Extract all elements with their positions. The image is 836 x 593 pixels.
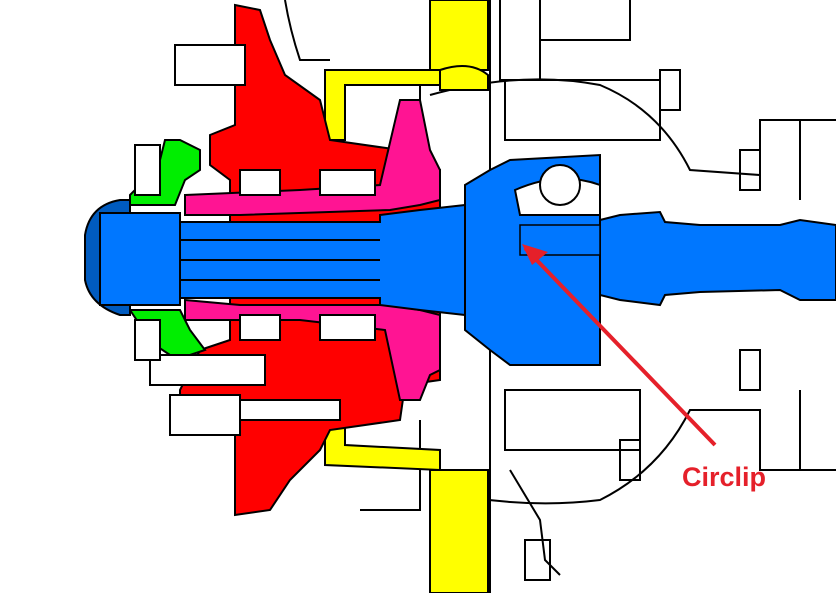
hub-cap: [128, 139, 207, 361]
drive-shaft: [84, 153, 836, 366]
knuckle-plate: [324, 0, 489, 593]
bearing-carrier: [184, 99, 441, 401]
circlip-label: Circlip: [682, 462, 767, 492]
circlip-callout-arrow: [522, 244, 717, 447]
